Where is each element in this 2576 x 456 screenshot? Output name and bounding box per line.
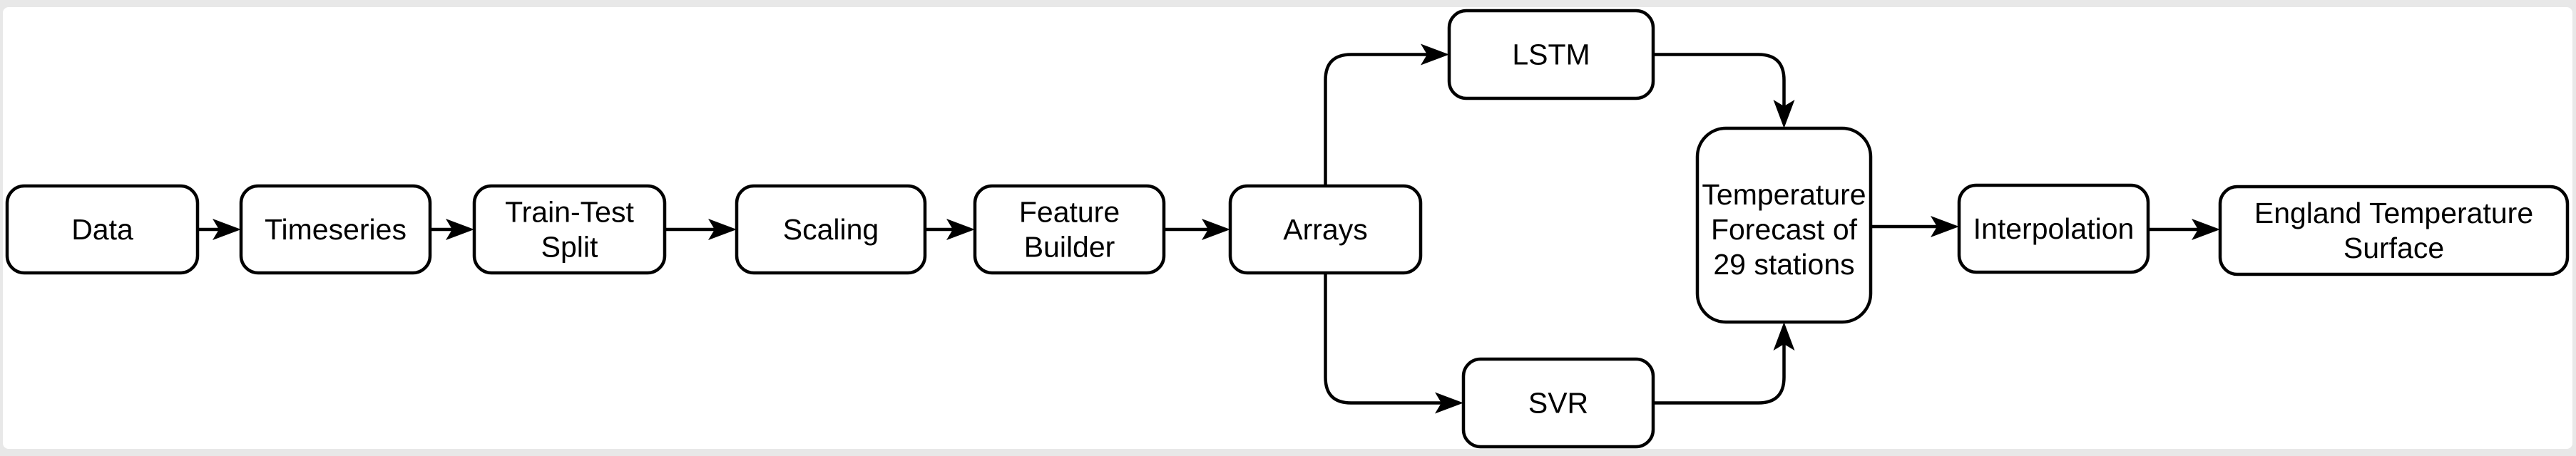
node-temperature-forecast: Temperature Forecast of 29 stations bbox=[1695, 126, 1873, 324]
node-lstm-label: LSTM bbox=[1512, 38, 1590, 71]
node-train-test-split-label-line1: Train-Test bbox=[505, 196, 634, 229]
node-lstm: LSTM bbox=[1447, 9, 1655, 100]
edge-svr-temperatureforecast bbox=[1653, 322, 1795, 405]
node-svr-label: SVR bbox=[1528, 387, 1588, 420]
node-svr: SVR bbox=[1461, 357, 1655, 449]
node-interpolation: Interpolation bbox=[1957, 183, 2150, 274]
node-feature-builder-box bbox=[973, 184, 1166, 275]
node-temperature-forecast-label-line3: 29 stations bbox=[1713, 248, 1854, 281]
node-england-temperature-surface-box bbox=[2218, 185, 2570, 276]
node-timeseries-box bbox=[239, 184, 432, 275]
node-data-label: Data bbox=[71, 213, 133, 246]
node-svr-box bbox=[1461, 357, 1655, 449]
node-train-test-split: Train-Test Split bbox=[472, 184, 667, 275]
node-feature-builder-label-line2: Builder bbox=[1024, 231, 1115, 264]
node-temperature-forecast-label-line2: Forecast of bbox=[1711, 213, 1858, 246]
node-lstm-box bbox=[1447, 9, 1655, 100]
node-scaling: Scaling bbox=[735, 184, 927, 275]
node-temperature-forecast-box bbox=[1695, 126, 1873, 324]
node-timeseries: Timeseries bbox=[239, 184, 432, 275]
node-arrays-label: Arrays bbox=[1283, 213, 1367, 246]
node-timeseries-label: Timeseries bbox=[265, 213, 407, 246]
node-data-box bbox=[5, 184, 200, 275]
node-train-test-split-box bbox=[472, 184, 667, 275]
node-train-test-split-label-line2: Split bbox=[541, 231, 598, 264]
node-feature-builder: Feature Builder bbox=[973, 184, 1166, 275]
node-interpolation-label: Interpolation bbox=[1973, 212, 2135, 245]
node-temperature-forecast-label-line1: Temperature bbox=[1702, 178, 1866, 211]
node-scaling-box bbox=[735, 184, 927, 275]
edge-lstm-temperatureforecast bbox=[1653, 53, 1795, 128]
node-arrays: Arrays bbox=[1228, 184, 1423, 275]
edge-arrays-svr bbox=[1324, 273, 1463, 414]
edge-arrays-lstm bbox=[1324, 43, 1449, 186]
node-interpolation-box bbox=[1957, 183, 2150, 274]
node-england-temperature-surface-label-line1: England Temperature bbox=[2254, 197, 2533, 229]
node-scaling-label: Scaling bbox=[783, 213, 879, 246]
node-england-temperature-surface: England Temperature Surface bbox=[2218, 185, 2570, 276]
node-arrays-box bbox=[1228, 184, 1423, 275]
node-england-temperature-surface-label-line2: Surface bbox=[2344, 232, 2444, 264]
node-feature-builder-label-line1: Feature bbox=[1019, 196, 1120, 229]
node-data: Data bbox=[5, 184, 200, 275]
